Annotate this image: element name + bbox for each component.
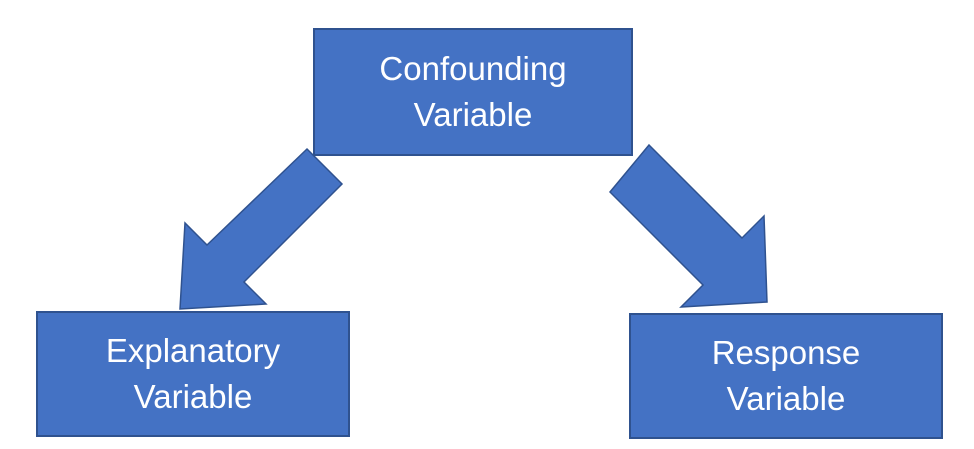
response-variable-label-line2: Variable (726, 380, 846, 417)
arrow-confounding-to-response (608, 143, 768, 308)
response-variable-node: Response Variable (629, 313, 943, 439)
explanatory-variable-label-line1: Explanatory (105, 332, 281, 369)
response-variable-label-line1: Response (711, 334, 861, 371)
confounding-variable-label-line2: Variable (413, 96, 533, 133)
arrow-confounding-to-explanatory (179, 147, 344, 310)
confounding-variable-label-line1: Confounding (379, 50, 567, 87)
confounding-variable-node: Confounding Variable (313, 28, 633, 156)
explanatory-variable-label-line2: Variable (133, 378, 253, 415)
explanatory-variable-node: Explanatory Variable (36, 311, 350, 437)
